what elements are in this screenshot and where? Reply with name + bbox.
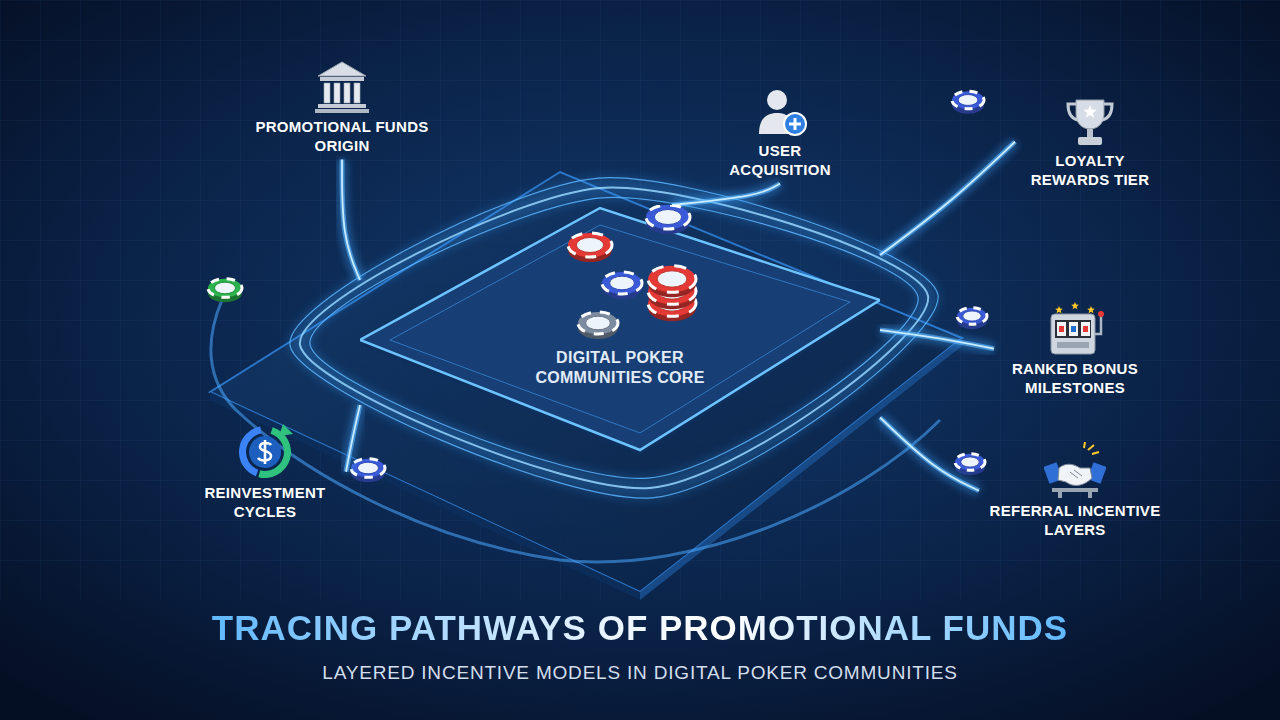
flow-connector: [880, 142, 1015, 255]
trophy-icon: [1068, 100, 1112, 145]
connector-band: [880, 142, 1015, 255]
connector-band: [880, 418, 979, 491]
node-icon: [312, 58, 372, 114]
reward-node: REFERRAL INCENTIVE LAYERS: [979, 438, 1171, 544]
connector-line: [880, 330, 994, 349]
connector-band: [880, 330, 994, 349]
track-glow: [290, 178, 938, 498]
diagram-caption: LAYERED INCENTIVE MODELS IN DIGITAL POKE…: [0, 662, 1280, 684]
reinvest-cycle-icon: [239, 424, 293, 478]
node-icon: [1044, 442, 1106, 498]
reward-node: LOYALTY REWARDS TIER: [1015, 90, 1165, 194]
connector-line: [880, 418, 979, 491]
stage-node: USER ACQUISITION: [710, 80, 850, 184]
bank-icon: [315, 62, 369, 113]
grid-texture: [0, 0, 1280, 600]
connector-line: [672, 184, 780, 206]
poker-chip: [952, 91, 984, 114]
poker-chip: [351, 459, 385, 483]
core-platform: DIGITAL POKER COMMUNITIES CORE: [360, 205, 880, 455]
track-line: [310, 197, 918, 478]
flow-connector: [880, 418, 979, 491]
poker-chip: [602, 272, 642, 299]
node-label: PROMOTIONAL FUNDS ORIGIN: [240, 118, 444, 156]
connector-glow: [672, 184, 780, 206]
node-icon: [1045, 300, 1105, 356]
connector-glow: [880, 142, 1015, 255]
core-platform-shape: [360, 205, 880, 455]
user-add-icon: [759, 90, 806, 135]
node-label: DIGITAL POKER COMMUNITIES CORE: [515, 348, 725, 388]
poker-chip: [578, 312, 618, 339]
node-icon: [1060, 94, 1120, 148]
connector-glow: [880, 330, 994, 349]
poker-chip: [646, 205, 690, 234]
connector-band: [672, 184, 780, 206]
slot-machine-icon: [1051, 302, 1104, 354]
cycle-node: REINVESTMENT CYCLES: [184, 418, 346, 526]
node-label: REFERRAL INCENTIVE LAYERS: [983, 502, 1167, 540]
flow-connector: [880, 330, 994, 349]
flow-connector: [346, 405, 360, 472]
poker-chip: [957, 308, 987, 330]
poker-chip: [955, 454, 985, 476]
outer-platform: [210, 172, 962, 592]
node-label: LOYALTY REWARDS TIER: [1019, 152, 1161, 190]
source-node: PROMOTIONAL FUNDS ORIGIN: [236, 54, 448, 160]
node-icon: [751, 84, 809, 138]
handshake-icon: [1044, 442, 1106, 498]
node-label: REINVESTMENT CYCLES: [188, 484, 342, 522]
connector-band: [346, 405, 360, 472]
connector-band: [342, 160, 360, 281]
connector-line: [346, 405, 360, 472]
node-icon: [235, 422, 295, 480]
flow-connector: [342, 160, 360, 281]
poker-chip: [208, 279, 242, 303]
diagram-title: TRACING PATHWAYS OF PROMOTIONAL FUNDS: [212, 608, 1068, 647]
track-glow: [310, 197, 918, 478]
connector-line: [342, 160, 360, 281]
title-block: TRACING PATHWAYS OF PROMOTIONAL FUNDS: [0, 608, 1280, 648]
node-label: RANKED BONUS MILESTONES: [998, 360, 1152, 398]
reward-node: RANKED BONUS MILESTONES: [994, 296, 1156, 402]
connector-glow: [346, 405, 360, 472]
connector-glow: [880, 418, 979, 491]
node-label: USER ACQUISITION: [714, 142, 846, 180]
poker-chip: [648, 266, 696, 297]
poker-chip: [568, 233, 612, 262]
connector-glow: [342, 160, 360, 281]
connector-line: [880, 142, 1015, 255]
track-line: [290, 178, 938, 498]
flow-connector: [672, 184, 780, 206]
